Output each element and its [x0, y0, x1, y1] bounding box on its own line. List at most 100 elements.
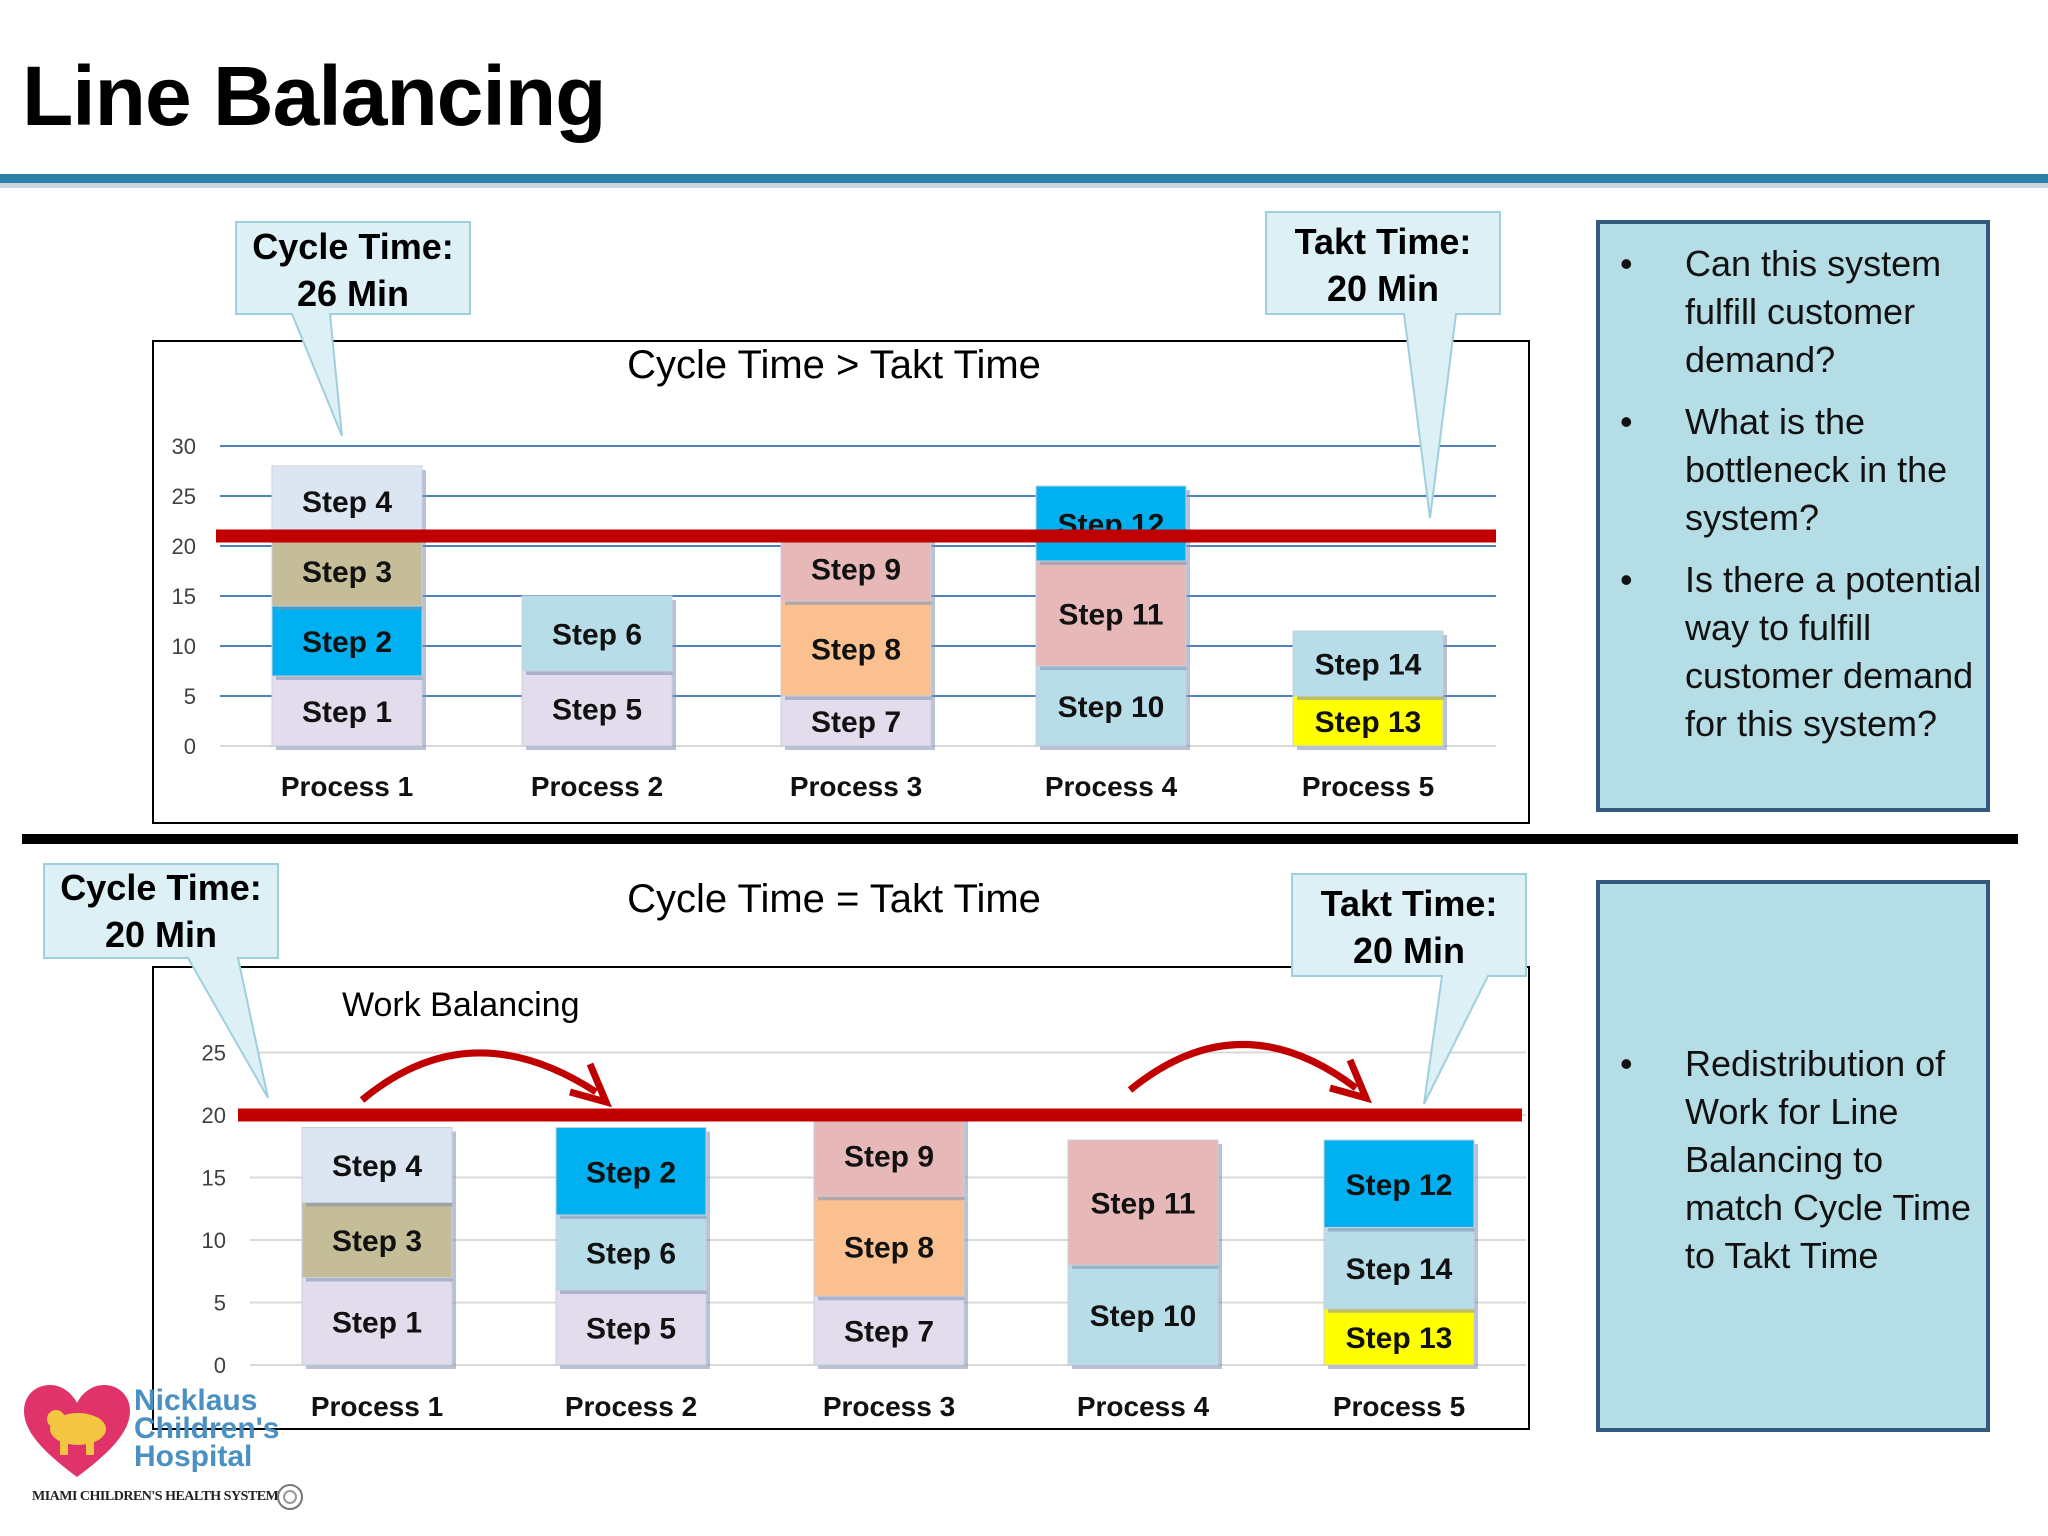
category-label: Process 5	[1333, 1391, 1465, 1422]
bar-segment	[1035, 485, 1187, 562]
bar-segment	[271, 605, 423, 677]
bar-segment-label: Step 13	[1346, 1322, 1453, 1355]
slide-title: Line Balancing	[22, 49, 606, 143]
note-item: •Redistribution of Work for Line Balanci…	[1600, 1040, 1986, 1280]
bar-segment-label: Step 6	[586, 1238, 676, 1271]
bar-segment	[1323, 1308, 1475, 1366]
bottom-cycle-callout-label: Cycle Time:	[60, 867, 262, 908]
bullet-icon: •	[1620, 401, 1633, 442]
bar-segment-label: Step 14	[1315, 649, 1422, 682]
bar-segment	[521, 595, 673, 672]
category-label: Process 4	[1045, 771, 1178, 802]
bar-segment	[301, 1127, 453, 1203]
y-tick-label: 10	[172, 634, 196, 659]
question-item: • Can this system fulfill customer demand…	[1600, 240, 1986, 384]
bar-segment-label: Step 10	[1090, 1300, 1197, 1333]
y-tick-label: 20	[172, 534, 196, 559]
logo-line-1: Nicklaus	[134, 1384, 258, 1417]
bottom-takt-callout: Takt Time: 20 Min	[1292, 880, 1526, 974]
bar-segment	[780, 600, 932, 697]
bar-segment	[1292, 695, 1444, 747]
work-balancing-arrow	[359, 1049, 598, 1103]
bar-segment	[555, 1214, 707, 1291]
category-label: Process 3	[823, 1391, 955, 1422]
section-divider	[22, 834, 2018, 844]
bar-segment	[780, 695, 932, 747]
bar-segment-label: Step 5	[552, 694, 642, 727]
seal-icon	[277, 1484, 303, 1510]
bar-segment-label: Step 2	[586, 1156, 676, 1189]
category-label: Process 4	[1077, 1391, 1210, 1422]
category-label: Process 1	[281, 771, 413, 802]
note-list: •Redistribution of Work for Line Balanci…	[1600, 1040, 1986, 1280]
bar-segment-label: Step 1	[332, 1306, 422, 1339]
bar-segment-label: Step 5	[586, 1313, 676, 1346]
bar-segment	[555, 1127, 707, 1216]
top-takt-callout-value: 20 Min	[1326, 268, 1440, 309]
top-question-box: • Can this system fulfill customer demand…	[1596, 220, 1990, 812]
y-tick-label: 10	[202, 1228, 226, 1253]
y-tick-label: 5	[214, 1291, 226, 1316]
question-text: What is the bottleneck in the system?	[1685, 401, 1948, 538]
category-label: Process 3	[790, 771, 922, 802]
top-cycle-callout-value: 26 Min	[296, 273, 410, 314]
note-text: Redistribution of Work for Line Balancin…	[1685, 1043, 1972, 1276]
category-label: Process 5	[1302, 771, 1434, 802]
bar-segment	[813, 1295, 965, 1366]
category-label: Process 1	[311, 1391, 443, 1422]
header-rule	[0, 174, 2048, 183]
bottom-cycle-callout: Cycle Time: 20 Min	[44, 864, 278, 958]
bar-segment	[1292, 630, 1444, 697]
bar-segment	[780, 535, 932, 602]
bar-segment-label: Step 4	[332, 1150, 422, 1183]
y-tick-label: 25	[172, 484, 196, 509]
bar-segment	[555, 1289, 707, 1366]
chart-title: Cycle Time > Takt Time	[627, 343, 1041, 387]
bottom-takt-callout-label: Takt Time:	[1320, 883, 1498, 924]
bar-segment-label: Step 6	[552, 619, 642, 652]
bottom-cycle-callout-value: 20 Min	[104, 914, 218, 955]
hospital-logo: Nicklaus Children's Hospital MIAMI CHILD…	[22, 1385, 322, 1515]
bullet-icon: •	[1620, 243, 1633, 284]
bar-segment	[271, 675, 423, 747]
bar-segment-label: Step 9	[844, 1141, 934, 1174]
bar-segment-label: Step 10	[1058, 691, 1165, 724]
work-balancing-arrow	[1127, 1041, 1359, 1093]
bar-segment-label: Step 7	[844, 1316, 934, 1349]
top-takt-callout: Takt Time: 20 Min	[1266, 218, 1500, 312]
y-tick-label: 15	[172, 584, 196, 609]
y-tick-label: 5	[184, 684, 196, 709]
bar-segment-label: Step 3	[302, 556, 392, 589]
bar-segment-label: Step 8	[811, 634, 901, 667]
logo-subtitle: MIAMI CHILDREN'S HEALTH SYSTEM	[32, 1489, 279, 1504]
bar-segment-label: Step 8	[844, 1231, 934, 1264]
bar-segment	[1067, 1264, 1219, 1366]
bar-segment-label: Step 3	[332, 1225, 422, 1258]
arrowhead-icon	[569, 1062, 613, 1108]
chart-title: Cycle Time = Takt Time	[627, 877, 1041, 921]
category-label: Process 2	[531, 771, 663, 802]
logo-line-3: Hospital	[134, 1440, 253, 1473]
question-list: • Can this system fulfill customer demand…	[1600, 240, 1986, 748]
bar-segment	[813, 1114, 965, 1197]
question-text: Can this system fulfill customer demand?	[1685, 243, 1942, 380]
bar-segment-label: Step 9	[811, 554, 901, 587]
bar-segment	[1323, 1139, 1475, 1228]
bar-segment-label: Step 13	[1315, 706, 1422, 739]
question-text: Is there a potential way to fulfill cust…	[1685, 559, 1982, 744]
bar-segment-label: Step 11	[1058, 599, 1163, 632]
bar-segment-label: Step 1	[302, 696, 392, 729]
bar-segment-label: Step 2	[302, 626, 392, 659]
bar-segment	[813, 1195, 965, 1297]
y-tick-label: 20	[202, 1103, 226, 1128]
y-tick-label: 30	[172, 434, 196, 459]
header-rule-shadow	[0, 183, 2048, 188]
bar-segment	[1323, 1227, 1475, 1310]
bottom-note-box: •Redistribution of Work for Line Balanci…	[1596, 880, 1990, 1432]
top-takt-callout-label: Takt Time:	[1294, 221, 1472, 262]
top-cycle-callout-label: Cycle Time:	[252, 226, 454, 267]
bar-segment-label: Step 12	[1346, 1169, 1453, 1202]
bar-segment-label: Step 7	[811, 706, 901, 739]
